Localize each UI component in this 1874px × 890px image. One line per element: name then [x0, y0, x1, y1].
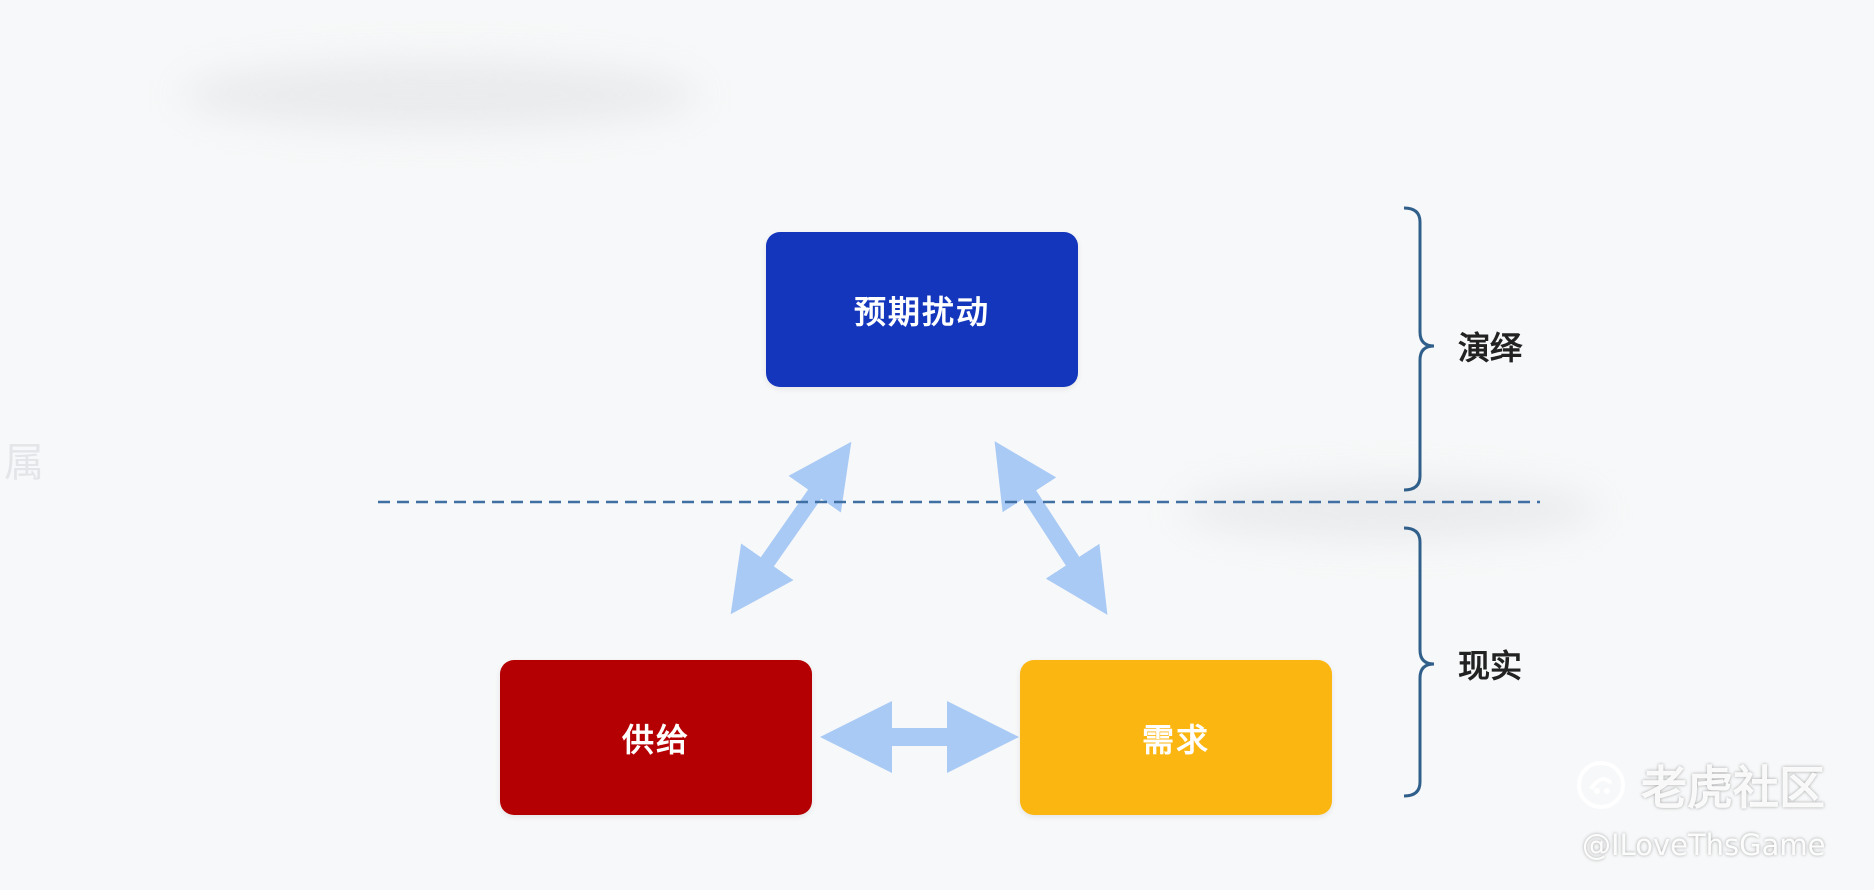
supply-label: 供给: [621, 720, 690, 759]
expectation-node: 预期扰动: [766, 232, 1078, 387]
watermark-brand-text: 老虎社区: [1641, 761, 1825, 815]
bottom-bracket-label: 现实: [1458, 647, 1523, 685]
expectation-supply-arrow: [730, 441, 852, 615]
ghost-watermark-text: 属: [4, 440, 44, 486]
expectation-label: 预期扰动: [853, 292, 990, 331]
expectation-demand-arrow: [994, 441, 1108, 615]
demand-node: 需求: [1020, 660, 1332, 815]
watermark-handle: @ILoveThsGame: [1582, 828, 1826, 862]
supply-node: 供给: [500, 660, 812, 815]
demand-label: 需求: [1141, 720, 1210, 759]
top-bracket: [1403, 206, 1435, 492]
background-smudge: [1180, 480, 1600, 540]
watermark-brand: 老虎社区: [1575, 752, 1825, 818]
top-bracket-label: 演绎: [1458, 329, 1523, 367]
tiger-logo-icon: [1577, 761, 1625, 809]
bottom-bracket: [1403, 526, 1435, 798]
background-smudge: [180, 60, 700, 130]
